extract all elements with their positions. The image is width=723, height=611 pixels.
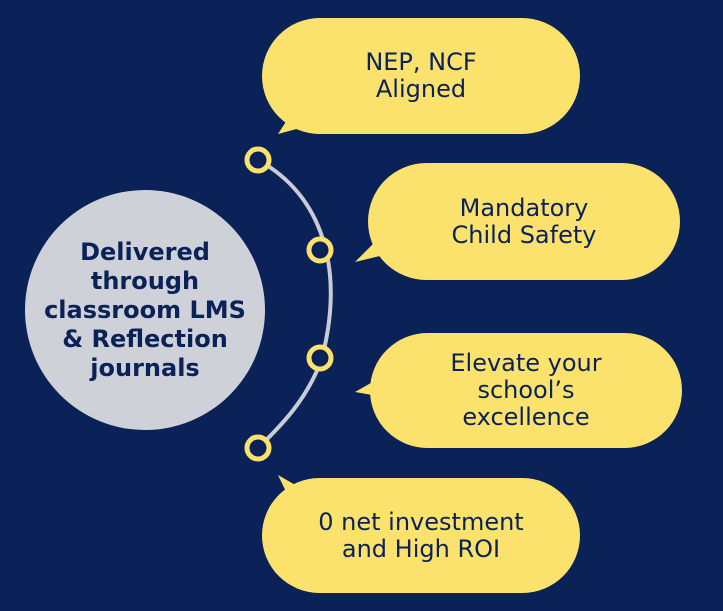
center-label: Delivered through classroom LMS & Reflec…: [44, 237, 246, 382]
callout-label-2: Mandatory Child Safety: [451, 193, 597, 249]
node-marker-3: [306, 344, 334, 372]
callout-label-3: Elevate your school’s excellence: [450, 349, 602, 431]
callout-bubble-3: Elevate your school’s excellence: [370, 333, 682, 448]
node-marker-2: [306, 236, 334, 264]
callout-bubble-2: Mandatory Child Safety: [368, 163, 680, 280]
callout-label-4: 0 net investment and High ROI: [318, 507, 524, 563]
node-marker-4: [244, 434, 272, 462]
node-marker-1: [244, 146, 272, 174]
callout-label-1: NEP, NCF Aligned: [365, 48, 477, 103]
connector-arc: [256, 158, 333, 450]
callout-bubble-1: NEP, NCF Aligned: [262, 18, 580, 134]
callout-bubble-4: 0 net investment and High ROI: [262, 478, 580, 593]
center-circle: Delivered through classroom LMS & Reflec…: [25, 190, 265, 430]
